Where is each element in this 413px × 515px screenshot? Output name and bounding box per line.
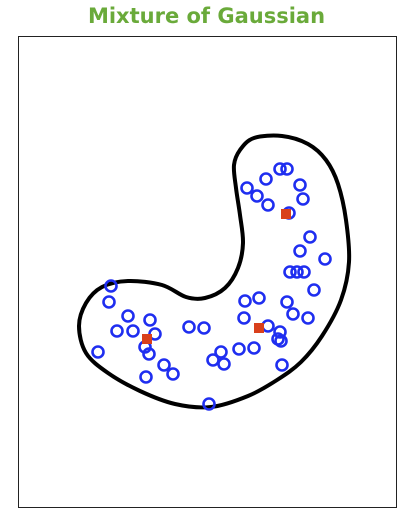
sample-point [217,357,231,371]
sample-point [214,345,228,359]
sample-point [296,192,310,206]
sample-point [110,324,124,338]
cluster-boundary-outline [77,133,352,410]
sample-point [273,162,287,176]
sample-point [126,324,140,338]
sample-point [290,265,304,279]
sample-point [307,283,321,297]
sample-point [318,252,332,266]
sample-point [261,198,275,212]
sample-point [293,244,307,258]
sample-point [104,279,118,293]
sample-point [232,342,246,356]
sample-point [247,341,261,355]
sample-point [283,265,297,279]
sample-point [280,162,294,176]
sample-point [252,291,266,305]
component-center-marker [281,209,291,219]
component-center-marker [254,323,264,333]
sample-point [293,178,307,192]
sample-point [271,332,285,346]
sample-point [238,294,252,308]
sample-point [182,320,196,334]
sample-point [121,309,135,323]
sample-point [240,181,254,195]
sample-point [286,307,300,321]
plot-frame [18,36,397,508]
sample-point [157,358,171,372]
sample-points [91,162,332,411]
sample-point [273,325,287,339]
sample-point [102,295,116,309]
sample-point [259,172,273,186]
sample-point [143,313,157,327]
sample-point [237,311,251,325]
sample-point [261,319,275,333]
sample-point [202,397,216,411]
sample-point [297,265,311,279]
sample-point [139,370,153,384]
component-centers [142,209,291,344]
sample-point [91,345,105,359]
sample-point [303,230,317,244]
figure-title: Mixture of Gaussian [87,4,326,28]
sample-point [142,347,156,361]
sample-point [301,311,315,325]
sample-point [197,321,211,335]
component-center-marker [142,334,152,344]
sample-point [206,353,220,367]
sample-point [280,295,294,309]
sample-point [275,358,289,372]
boundary-layer [77,133,352,410]
sample-point [166,367,180,381]
sample-point [250,189,264,203]
